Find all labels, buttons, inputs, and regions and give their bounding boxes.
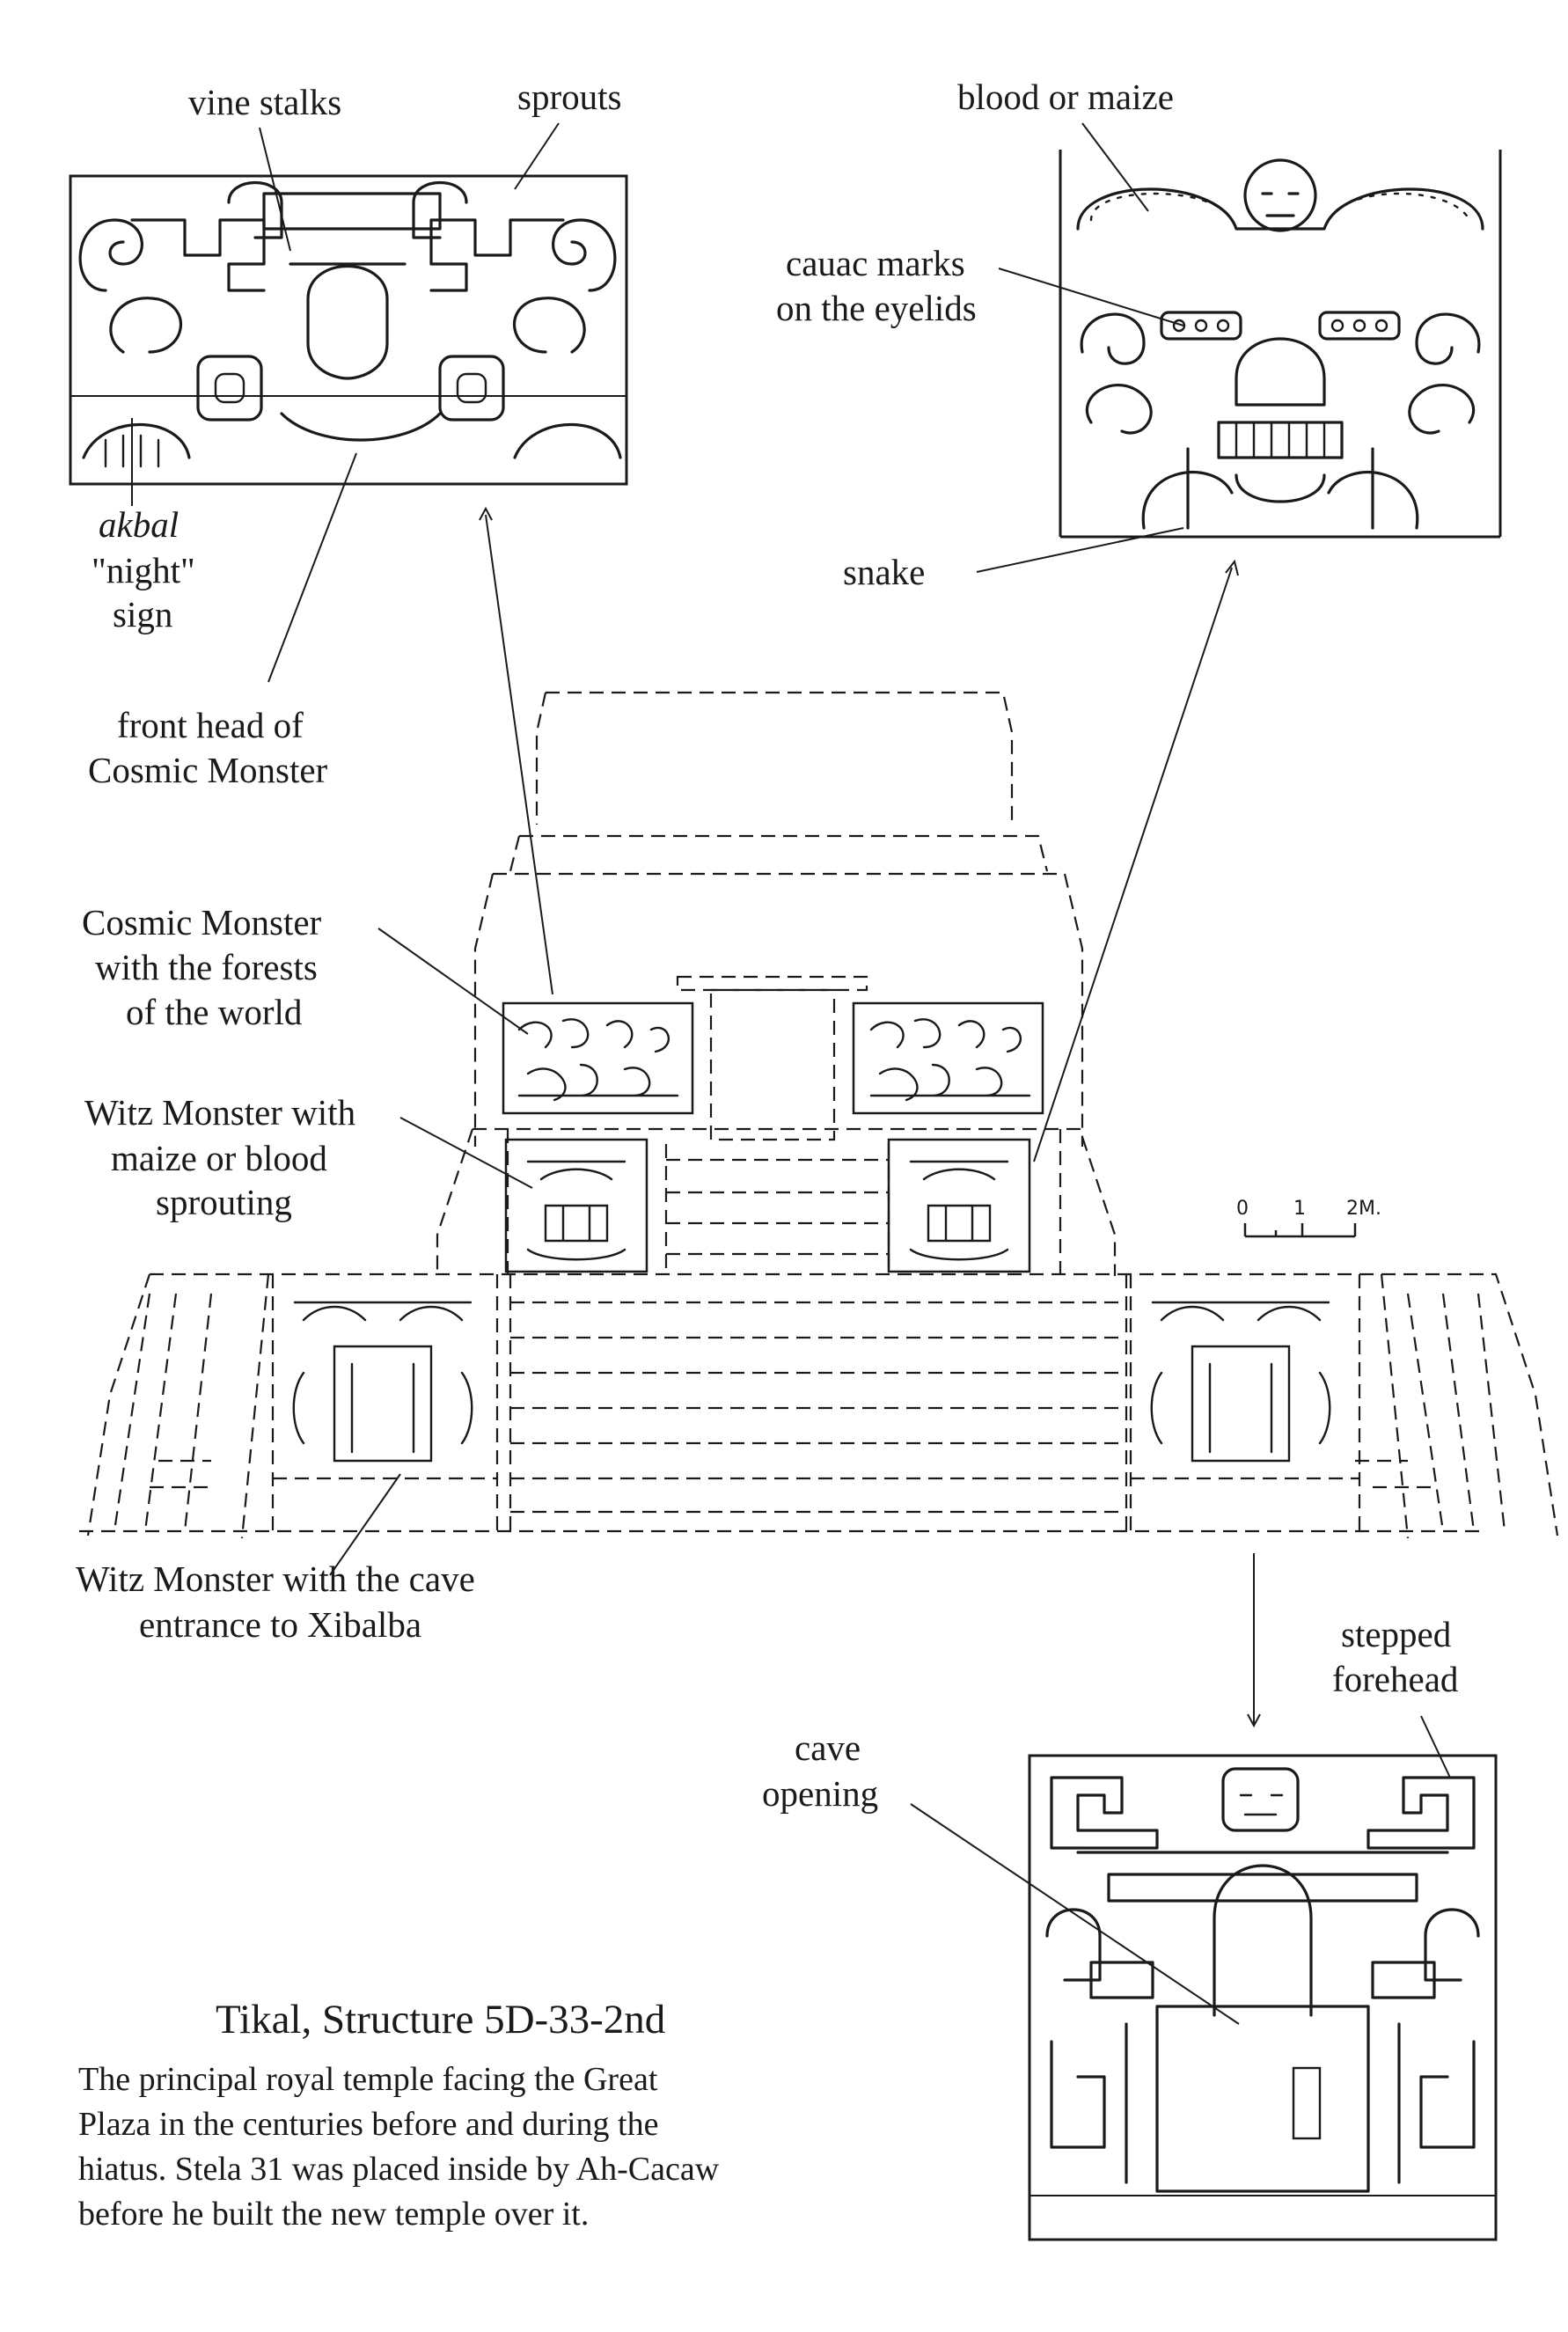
label-group: vine stalks sprouts blood or maize cauac…: [76, 77, 1458, 1814]
witz-cave-mask-panel: [1028, 1754, 1498, 2241]
label-forehead: forehead: [1332, 1659, 1458, 1699]
label-snake: snake: [843, 552, 925, 592]
label-cosmic-forests: with the forests: [95, 947, 318, 987]
label-akbal-night: "night": [92, 550, 195, 590]
scale-tick-1: 1: [1293, 1198, 1306, 1220]
caption-line-3: hiatus. Stela 31 was placed inside by Ah…: [78, 2151, 720, 2188]
label-witz-maize: maize or blood: [111, 1138, 327, 1178]
caption-title: Tikal, Structure 5D-33-2nd: [216, 1997, 665, 2042]
label-cave: cave: [795, 1727, 861, 1768]
label-vine-stalks: vine stalks: [188, 82, 341, 122]
temple-elevation: [79, 691, 1559, 1539]
caption-block: Tikal, Structure 5D-33-2nd The principal…: [78, 1997, 720, 2233]
label-front-head-cosmic: Cosmic Monster: [88, 750, 328, 790]
label-witz-sprouting: sprouting: [156, 1182, 292, 1222]
label-cave-opening: opening: [762, 1773, 878, 1814]
label-cauac-marks: cauac marks: [786, 243, 965, 283]
cosmic-monster-mask-panel: [69, 174, 628, 486]
witz-blood-mask-panel: [1059, 150, 1502, 539]
scale-bar: 0 1 2M.: [1236, 1198, 1381, 1238]
label-akbal: akbal: [99, 504, 179, 545]
leader-lines: [131, 122, 1451, 2025]
label-cosmic-world: of the world: [126, 992, 302, 1032]
label-sprouts: sprouts: [517, 77, 621, 117]
label-akbal-sign: sign: [113, 594, 172, 634]
label-witz-blood: Witz Monster with: [84, 1092, 355, 1133]
label-front-head: front head of: [117, 705, 304, 745]
label-witz-cave: Witz Monster with the cave: [76, 1558, 475, 1599]
caption-line-4: before he built the new temple over it.: [78, 2196, 589, 2233]
scale-tick-0: 0: [1236, 1198, 1249, 1220]
label-stepped: stepped: [1341, 1614, 1451, 1654]
scale-tick-2: 2M.: [1346, 1198, 1381, 1220]
caption-line-2: Plaza in the centuries before and during…: [78, 2106, 658, 2143]
label-blood-or-maize: blood or maize: [957, 77, 1174, 117]
label-cosmic-monster: Cosmic Monster: [82, 902, 322, 942]
label-cauac-eyelids: on the eyelids: [776, 288, 977, 328]
caption-line-1: The principal royal temple facing the Gr…: [78, 2061, 658, 2098]
label-witz-xibalba: entrance to Xibalba: [139, 1604, 421, 1645]
